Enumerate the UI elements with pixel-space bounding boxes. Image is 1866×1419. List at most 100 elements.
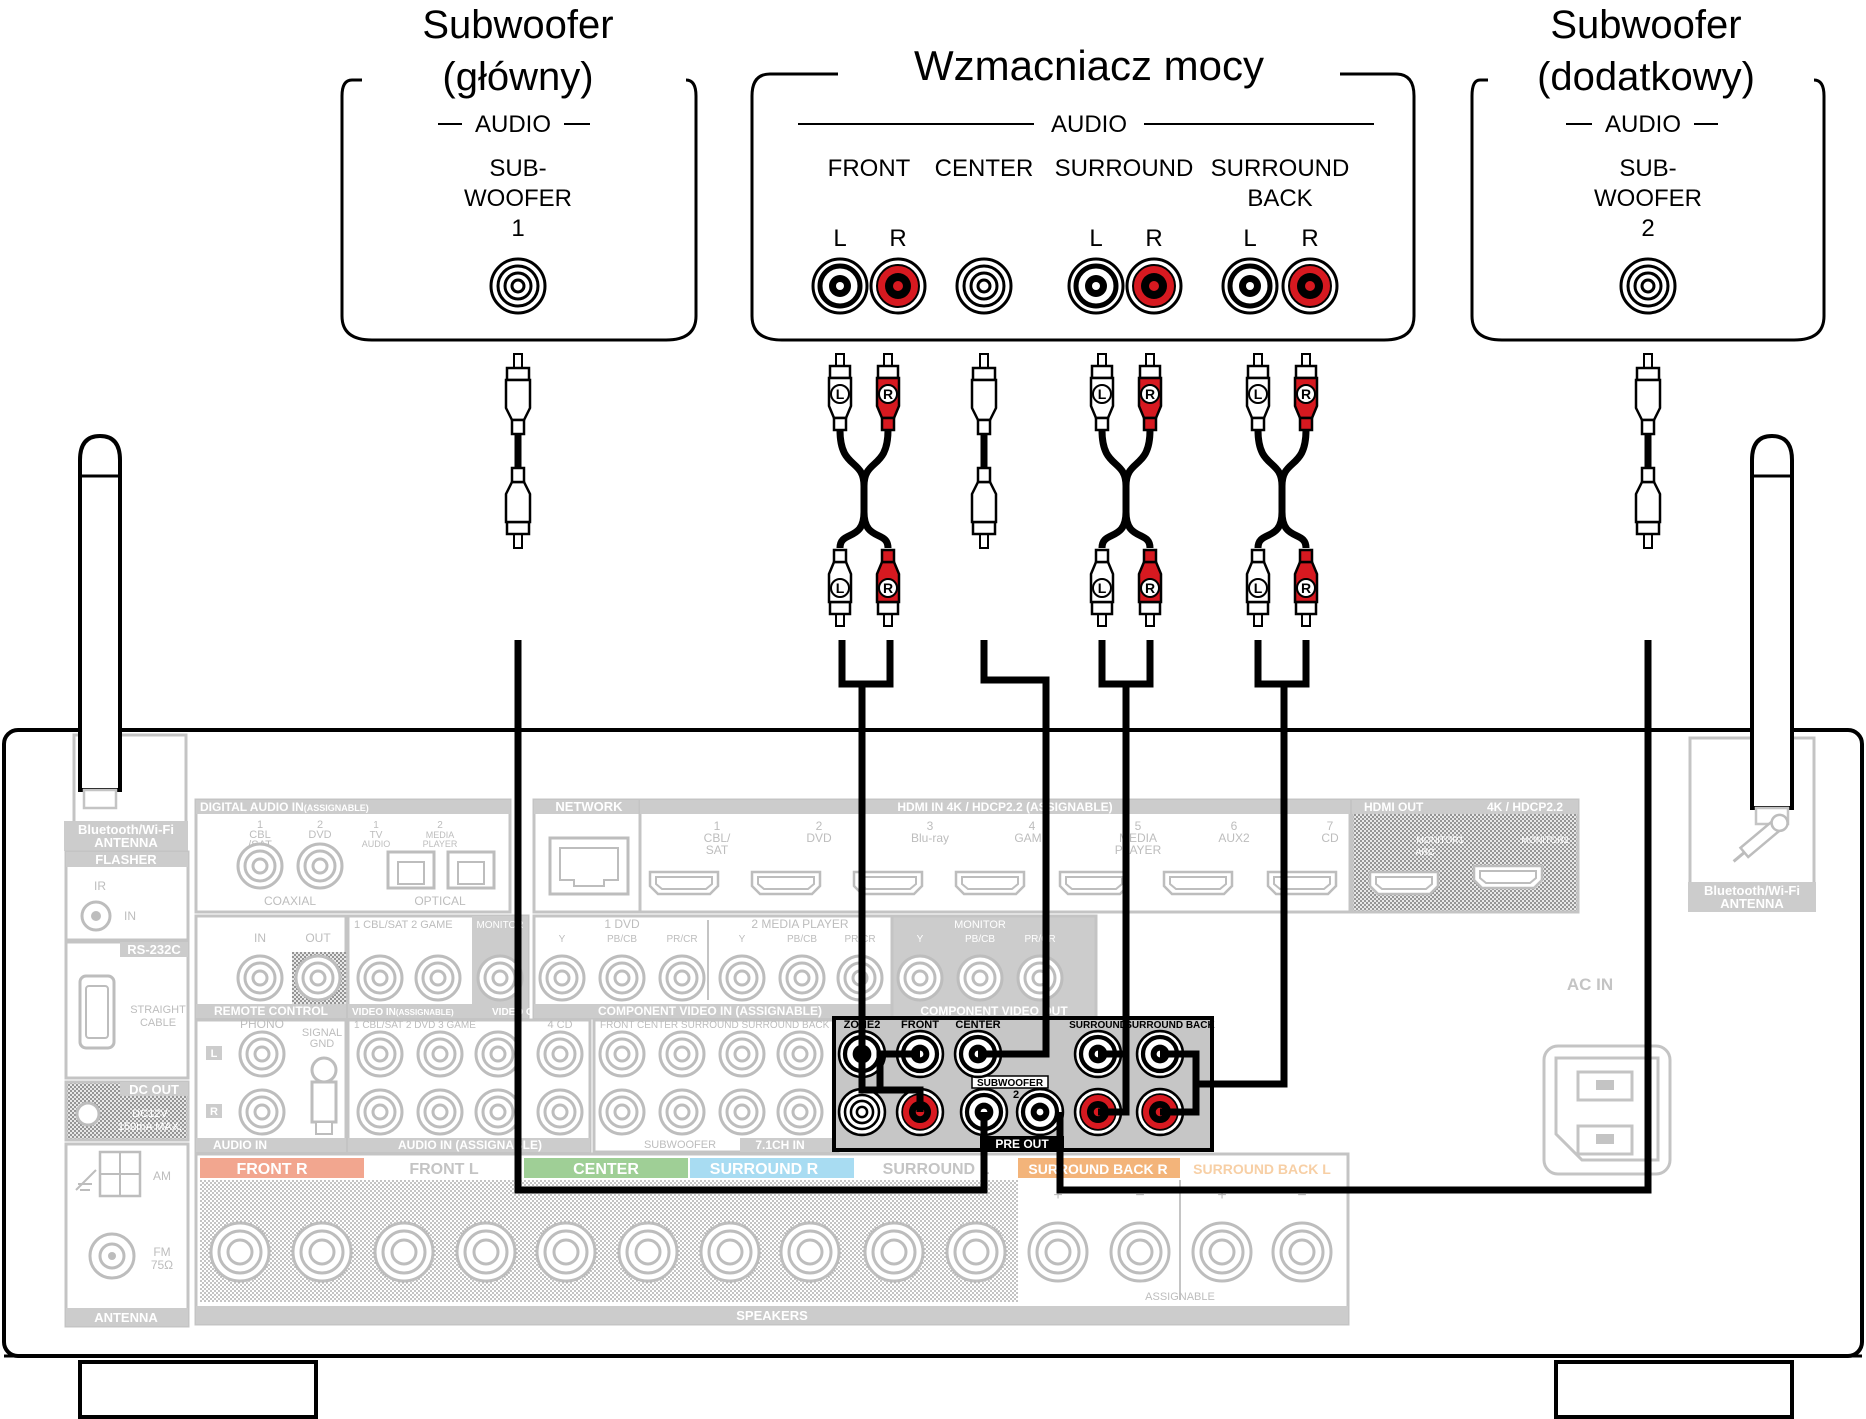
dig-in-num: 1: [373, 820, 379, 831]
cable-surround-l: [1126, 640, 1154, 688]
seven-one-jack[interactable]: [598, 1030, 646, 1078]
hdmi-in-panel: HDMI IN 4K / HDCP2.2 (ASSIGNABLE) 1 CBL/…: [638, 798, 1352, 914]
optical-port-1[interactable]: [386, 850, 436, 890]
hdmi-out-label: HDMI OUT: [1364, 800, 1424, 814]
audio-in-jack[interactable]: [416, 1030, 464, 1078]
speaker-post[interactable]: [291, 1221, 353, 1283]
hdmi-out-monitor1[interactable]: [1368, 870, 1440, 896]
speaker-post[interactable]: [373, 1221, 435, 1283]
hdmi-in-name: DVD: [806, 831, 832, 845]
am-label: AM: [153, 1169, 171, 1183]
sub-extra-audio-label: AUDIO: [1605, 111, 1681, 138]
left-antenna-label: Bluetooth/Wi-Fi: [78, 822, 174, 837]
hdmi-out-panel: HDMI OUT 4K / HDCP2.2 MONITOR1 ARC MONIT…: [1350, 798, 1580, 914]
seven-one-jack[interactable]: [718, 1030, 766, 1078]
speaker-post[interactable]: [863, 1221, 925, 1283]
speaker-post[interactable]: [699, 1221, 761, 1283]
hdmi-in-port-2[interactable]: [750, 870, 822, 896]
audio-in-jack[interactable]: [356, 1030, 404, 1078]
seven-one-jack[interactable]: [658, 1030, 706, 1078]
amp-surround-l-jack[interactable]: [1069, 259, 1123, 313]
signal-gnd-terminal[interactable]: [310, 1056, 338, 1135]
cable-sub2: [1056, 640, 1652, 1194]
audio-in-jack[interactable]: [536, 1030, 584, 1078]
speaker-post[interactable]: [1109, 1221, 1171, 1283]
cable-sub1: [514, 640, 988, 1194]
cable-front-l: [862, 640, 894, 688]
component-out-jack[interactable]: [956, 954, 1004, 1002]
component-video-out-label: COMPONENT VIDEO OUT: [920, 1004, 1068, 1018]
sub-main-input-jack[interactable]: [489, 257, 547, 315]
seven-one-jack[interactable]: [776, 1088, 824, 1136]
hdmi-in-port-5[interactable]: [1058, 870, 1130, 896]
audio-in-jack[interactable]: [474, 1088, 522, 1136]
speaker-post[interactable]: [1271, 1221, 1333, 1283]
remote-control-label: REMOTE CONTROL: [214, 1004, 328, 1018]
seven-one-jack[interactable]: [658, 1088, 706, 1136]
amp-front-l-label: L: [833, 225, 846, 252]
component-in-jack[interactable]: [658, 954, 706, 1002]
remote-out-jack[interactable]: [294, 954, 342, 1002]
speaker-post[interactable]: [1191, 1221, 1253, 1283]
hdmi-in-port-7[interactable]: [1266, 870, 1338, 896]
preout-sub2-jack[interactable]: [1017, 1089, 1063, 1135]
remote-in-jack[interactable]: [236, 954, 284, 1002]
amp-center-jack[interactable]: [955, 257, 1013, 315]
sub-extra-input-jack[interactable]: [1619, 257, 1677, 315]
hdmi-in-port-4[interactable]: [954, 870, 1026, 896]
optical-port-2[interactable]: [446, 850, 496, 890]
speaker-post[interactable]: [535, 1221, 597, 1283]
audio-in-jack[interactable]: [356, 1088, 404, 1136]
coaxial-jack-1[interactable]: [236, 842, 284, 890]
amp-sback-l-jack[interactable]: [1223, 259, 1277, 313]
flasher-label: FLASHER: [95, 852, 157, 867]
component-out-jack[interactable]: [1016, 954, 1064, 1002]
video-in-jack-2[interactable]: [414, 954, 462, 1002]
hdmi-in-port-6[interactable]: [1162, 870, 1234, 896]
seven-one-jack[interactable]: [598, 1088, 646, 1136]
speaker-post[interactable]: [209, 1221, 271, 1283]
speaker-post[interactable]: [1027, 1221, 1089, 1283]
dc-out-jack[interactable]: [75, 1101, 101, 1127]
phono-l-jack[interactable]: [238, 1030, 286, 1078]
audio-in-jack[interactable]: [416, 1088, 464, 1136]
hdmi-out-monitor2[interactable]: [1472, 864, 1544, 890]
rs232c-port[interactable]: [78, 974, 116, 1050]
component-in-jack[interactable]: [718, 954, 766, 1002]
preout-sub-label: SUBWOOFER: [977, 1078, 1044, 1089]
amp-sback-r-jack[interactable]: [1281, 257, 1339, 315]
rs232c-label: RS-232C: [127, 942, 181, 957]
video-in-jack-1[interactable]: [356, 954, 404, 1002]
amp-front-l-jack[interactable]: [813, 259, 867, 313]
component-in-jack[interactable]: [538, 954, 586, 1002]
hdmi-in-num: 3: [927, 819, 934, 833]
pre-out-label: PRE OUT: [995, 1137, 1049, 1151]
audio-in-sub: 1 CBL/SAT 2 DVD 3 GAME: [354, 1020, 476, 1031]
coaxial-jack-2[interactable]: [296, 842, 344, 890]
audio-in-jack[interactable]: [536, 1088, 584, 1136]
power-amplifier: Wzmacniacz mocy AUDIO FRONT CENTER SURRO…: [750, 42, 1416, 342]
rs232c-panel: RS-232C STRAIGHT CABLE: [64, 940, 190, 1080]
speaker-post[interactable]: [779, 1221, 841, 1283]
video-in-label: VIDEO IN(ASSIGNABLE): [352, 1007, 454, 1018]
amp-surround-r-jack[interactable]: [1125, 257, 1183, 315]
speaker-post[interactable]: [945, 1221, 1007, 1283]
phono-r-jack[interactable]: [238, 1088, 286, 1136]
dc-spec-2: 150mA MAX.: [118, 1121, 182, 1133]
plug-l-text: L: [1254, 580, 1263, 596]
hdmi-in-name: PLAYER: [1115, 843, 1162, 857]
speaker-post[interactable]: [617, 1221, 679, 1283]
audio-in-jack[interactable]: [474, 1030, 522, 1078]
zone2-r-jack[interactable]: [837, 1087, 887, 1137]
component-in-jack[interactable]: [778, 954, 826, 1002]
component-in-jack[interactable]: [598, 954, 646, 1002]
antenna-connector-icon: [1732, 813, 1789, 863]
speaker-post[interactable]: [455, 1221, 517, 1283]
amp-front-r-jack[interactable]: [869, 257, 927, 315]
seven-one-jack[interactable]: [776, 1030, 824, 1078]
hdmi-in-port-1[interactable]: [648, 870, 720, 896]
fm-label: FM: [153, 1245, 170, 1259]
seven-one-jack[interactable]: [718, 1088, 766, 1136]
component-out-jack[interactable]: [896, 954, 944, 1002]
amp-sback-label-1: SURROUND: [1211, 155, 1350, 182]
